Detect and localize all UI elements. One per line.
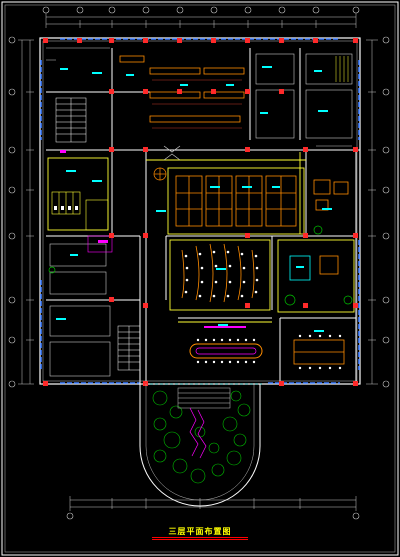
axis-bubbles-left [8, 36, 16, 388]
axis-bubbles-top [42, 6, 360, 14]
glass-partitions [47, 152, 355, 323]
window-strips [40, 38, 360, 384]
meeting-room-chairs [298, 334, 342, 370]
conference-table [189, 343, 263, 359]
meeting-room-table [293, 339, 345, 365]
axis-bubbles-bottom [66, 512, 360, 520]
title-underline [152, 537, 248, 538]
title-underline-secondary [152, 539, 248, 540]
workstation-cluster [175, 175, 297, 227]
garden-planting [152, 390, 251, 484]
sheet-inner-frame [4, 4, 396, 553]
left-lower-offices [49, 235, 113, 377]
interior-walls [46, 48, 360, 384]
upper-right-offices [255, 53, 353, 139]
indoor-plants [48, 225, 353, 306]
lobby-symbols [153, 145, 181, 181]
drawing-title: 三层平面布置图 [168, 527, 232, 536]
stair-upper-right [335, 56, 349, 82]
axis-bubbles-right [382, 36, 390, 388]
upper-benches [119, 55, 245, 123]
accent-markers [60, 150, 246, 328]
dimension-bottom [69, 496, 357, 511]
training-room-chairs [184, 250, 259, 298]
drawing-title-block: 三层平面布置图 [150, 525, 250, 541]
room-labels [56, 66, 332, 332]
structural-columns [43, 38, 358, 386]
conference-chairs [196, 338, 256, 364]
misc-annotations [46, 47, 352, 385]
garden-terrace [139, 384, 261, 507]
garden-path [189, 407, 207, 459]
training-room-seating [181, 243, 255, 303]
restroom-fixtures [54, 206, 78, 210]
dimension-right [366, 39, 378, 385]
garden-deck [177, 387, 231, 409]
lounge-furniture [289, 179, 349, 281]
upper-benches-dark [152, 79, 242, 129]
dimension-left [18, 39, 34, 385]
restroom-block [51, 191, 109, 231]
stair-left-upper [55, 97, 87, 143]
stair-left-lower [117, 325, 141, 371]
dimension-top [45, 13, 357, 28]
